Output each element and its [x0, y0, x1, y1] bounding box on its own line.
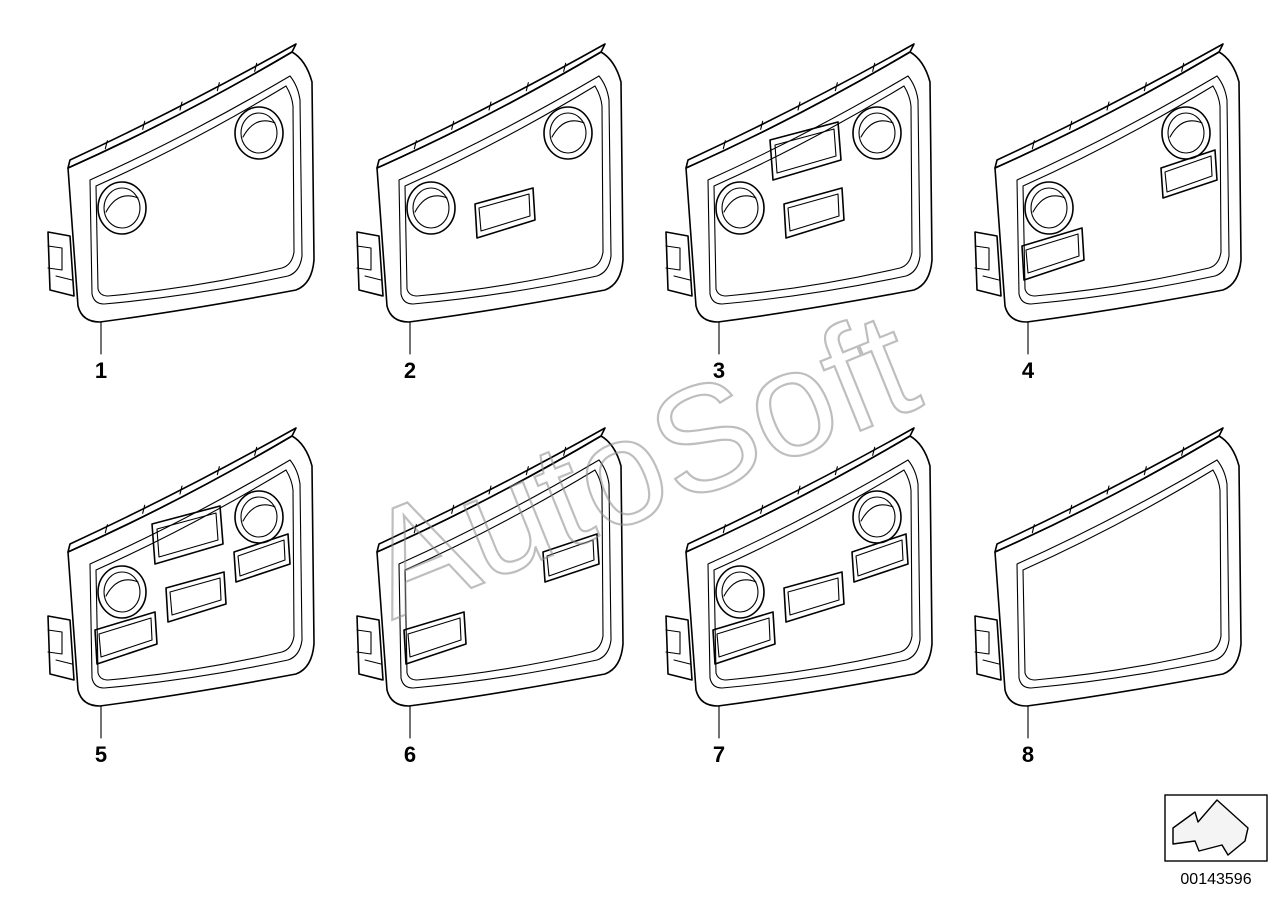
knob-right-feature — [852, 106, 902, 160]
slot-center-low-feature — [783, 187, 845, 239]
slot-center-low-feature — [474, 187, 536, 239]
panel-4: 4 — [974, 43, 1242, 383]
knob-left-feature — [715, 181, 765, 235]
panel-5: 5 — [47, 427, 315, 767]
knob-right-feature — [234, 490, 284, 544]
panel-group: 1 2 3 4 5 6 7 8 — [47, 43, 1242, 767]
callout-number: 4 — [1022, 358, 1035, 383]
slot-left-low-feature — [712, 611, 776, 665]
slot-right-mid-feature — [1160, 149, 1218, 199]
diagram-number: 00143596 — [1180, 871, 1251, 888]
slot-center-low-feature — [783, 571, 845, 623]
callout-number: 5 — [95, 742, 107, 767]
panel-7: 7 — [665, 427, 933, 767]
slot-right-mid-feature — [851, 533, 909, 583]
slot-right-mid-feature — [233, 533, 291, 583]
knob-right-feature — [543, 106, 593, 160]
panel-3: 3 — [665, 43, 933, 383]
slot-left-low-feature — [1021, 227, 1085, 281]
watermark-text: AutoSoft — [341, 278, 937, 649]
slot-right-mid-feature — [542, 533, 600, 583]
callout-number: 7 — [713, 742, 725, 767]
knob-right-feature — [234, 106, 284, 160]
panel-6: 6 — [356, 427, 624, 767]
arrow-box-icon — [1164, 794, 1268, 862]
knob-left-feature — [406, 181, 456, 235]
panel-1: 1 — [47, 43, 315, 383]
callout-number: 1 — [95, 358, 107, 383]
slot-center-low-feature — [165, 571, 227, 623]
knob-left-feature — [97, 565, 147, 619]
slot-left-low-feature — [403, 611, 467, 665]
panel-2: 2 — [356, 43, 624, 383]
slot-center-top-feature — [769, 121, 842, 181]
callout-number: 2 — [404, 358, 416, 383]
slot-center-top-feature — [151, 505, 224, 565]
knob-left-feature — [97, 181, 147, 235]
knob-right-feature — [1161, 106, 1211, 160]
slot-left-low-feature — [94, 611, 158, 665]
callout-number: 8 — [1022, 742, 1034, 767]
knob-left-feature — [715, 565, 765, 619]
panel-8: 8 — [974, 427, 1242, 767]
knob-left-feature — [1024, 181, 1074, 235]
callout-number: 6 — [404, 742, 416, 767]
callout-number: 3 — [713, 358, 725, 383]
knob-right-feature — [852, 490, 902, 544]
